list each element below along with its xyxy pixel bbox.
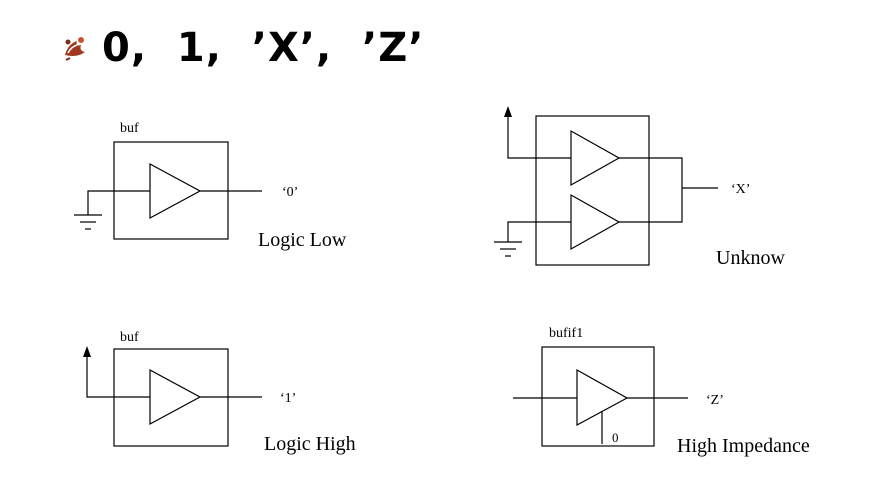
title-text: 0, 1, ’X’, ’Z’ bbox=[102, 25, 425, 71]
logic-low-caption: Logic Low bbox=[258, 229, 347, 251]
unknown-diagram: ‘X’ Unknow bbox=[494, 106, 785, 269]
logic-low-gate-label: buf bbox=[120, 121, 139, 136]
logic-high-diagram: buf ‘1’ Logic High bbox=[83, 330, 356, 455]
ground-icon bbox=[74, 214, 102, 230]
logic-high-output-label: ‘1’ bbox=[280, 391, 296, 406]
unknown-output-label: ‘X’ bbox=[731, 182, 750, 197]
unknown-box bbox=[535, 115, 650, 266]
logic-low-input-wire bbox=[87, 190, 150, 215]
high-impedance-diagram: bufif1 0 ‘Z’ High Impedance bbox=[513, 326, 810, 457]
arrow-up-icon bbox=[504, 106, 512, 117]
logic-low-output-label: ‘0’ bbox=[282, 185, 298, 200]
ground-icon bbox=[494, 241, 522, 257]
logic-high-caption: Logic High bbox=[264, 433, 356, 455]
logic-high-gate-label: buf bbox=[120, 330, 139, 345]
high-impedance-gate-label: bufif1 bbox=[549, 326, 583, 341]
unknown-caption: Unknow bbox=[716, 247, 785, 269]
unknown-high-input-wire bbox=[507, 113, 571, 159]
unknown-low-input-wire bbox=[507, 221, 571, 242]
leaf-cluster-bullet-icon bbox=[65, 37, 85, 61]
arrow-up-icon bbox=[83, 346, 91, 357]
logic-low-diagram: buf ‘0’ Logic Low bbox=[74, 121, 347, 251]
high-impedance-control-value: 0 bbox=[612, 430, 619, 445]
slide-title: 0, 1, ’X’, ’Z’ bbox=[62, 18, 424, 78]
logic-high-input-wire bbox=[86, 353, 150, 398]
high-impedance-output-label: ‘Z’ bbox=[706, 393, 724, 408]
unknown-output-merge-wire bbox=[619, 157, 683, 223]
high-impedance-caption: High Impedance bbox=[677, 435, 810, 457]
